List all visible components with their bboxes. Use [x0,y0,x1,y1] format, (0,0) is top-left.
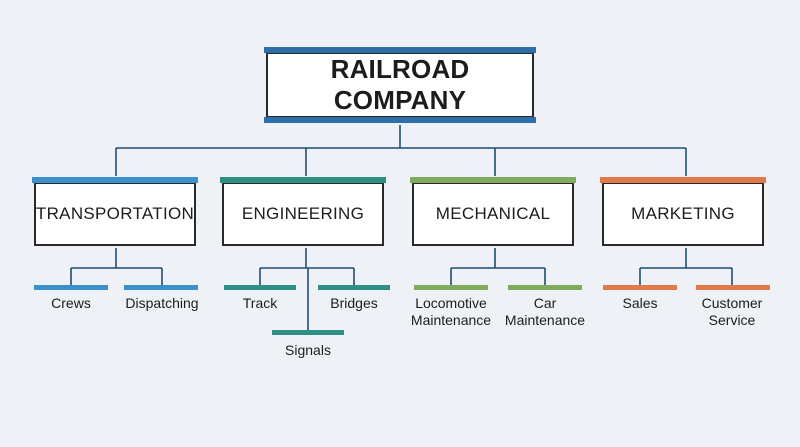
dept-label: MARKETING [631,204,735,223]
unit-bar-2-0 [414,285,488,290]
dept-marketing: MARKETING [600,177,766,246]
dept-transportation: TRANSPORTATION [32,177,198,246]
unit-car-maintenance: Car Maintenance [504,295,586,328]
unit-signals: Signals [285,342,331,358]
root-node-label: RAILROAD COMPANY [330,54,470,115]
dept-mechanical: MECHANICAL [410,177,576,246]
unit-crews: Crews [51,295,91,311]
root-node-railroad-company: RAILROAD COMPANY [264,47,536,123]
unit-bar-0-1 [124,285,198,290]
unit-track: Track [242,295,278,311]
dept-label: ENGINEERING [241,204,365,223]
unit-bridges: Bridges [330,295,378,311]
unit-bar-0-0 [34,285,108,290]
unit-bar-1-0 [224,285,296,290]
unit-bar-1-2 [272,330,344,335]
unit-locomotive-maintenance: Locomotive Maintenance [410,295,492,328]
dept-label: MECHANICAL [435,204,551,223]
dept-engineering: ENGINEERING [220,177,386,246]
unit-bar-1-1 [318,285,390,290]
unit-dispatching: Dispatching [125,295,199,311]
unit-sales: Sales [622,295,658,311]
unit-bar-3-0 [603,285,677,290]
unit-bar-2-1 [508,285,582,290]
unit-bar-3-1 [696,285,770,290]
dept-label: TRANSPORTATION [35,204,195,223]
unit-customer-service: Customer Service [701,295,763,328]
